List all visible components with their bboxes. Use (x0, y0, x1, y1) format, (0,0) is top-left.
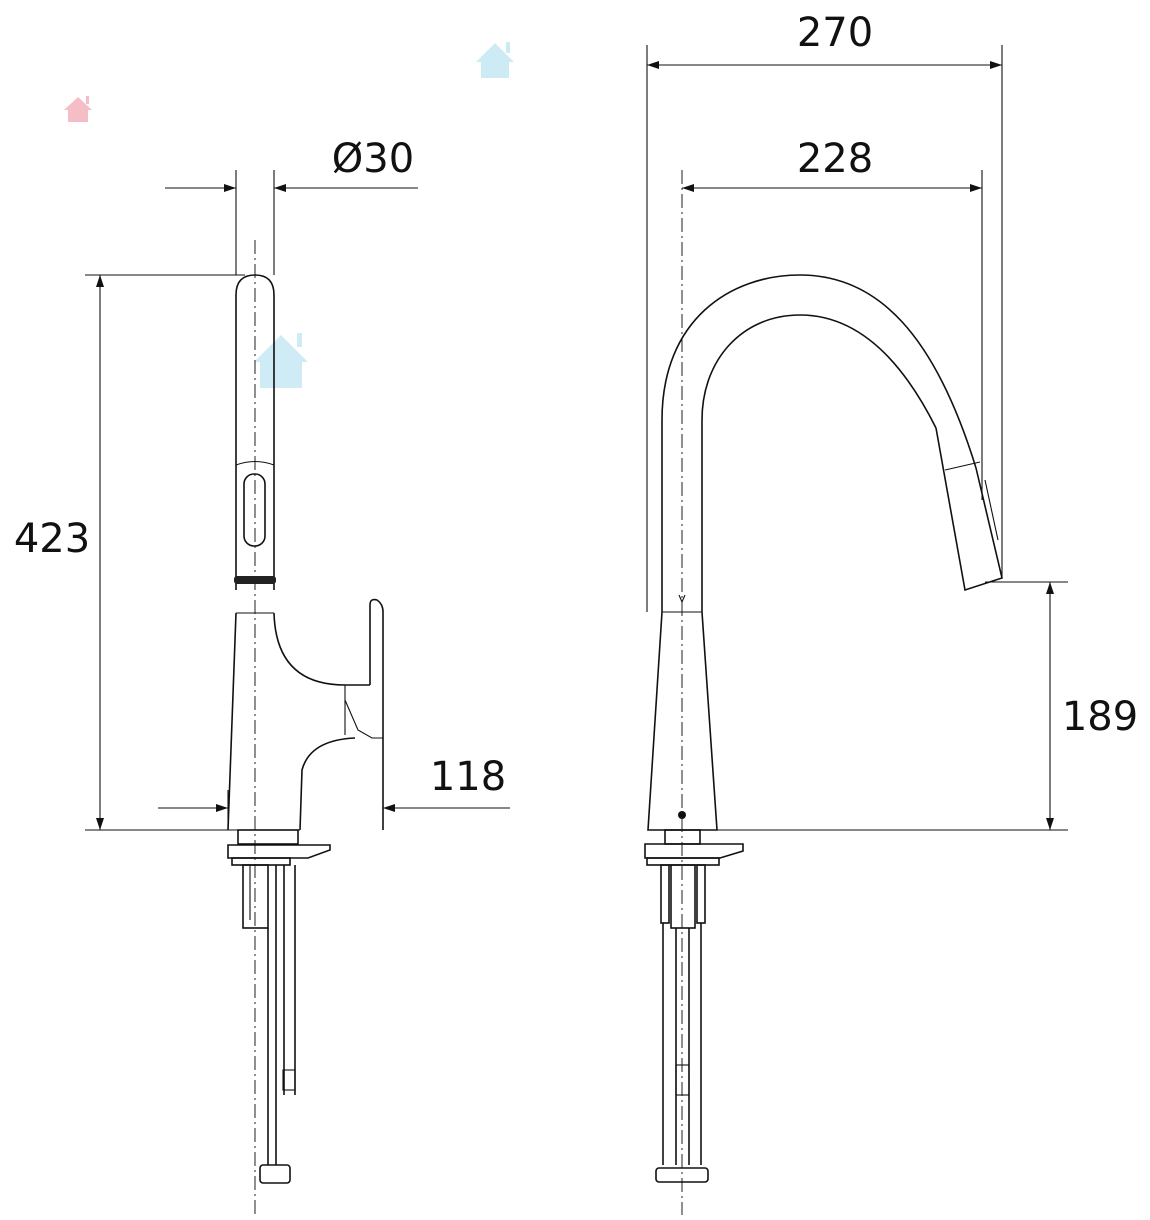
house-icon (64, 96, 92, 122)
dimension-handle-reach-label: 118 (430, 754, 506, 800)
dimension-overall-reach-label: 270 (797, 10, 873, 56)
dimension-spout-height-label: 189 (1062, 694, 1138, 740)
house-icon (254, 333, 308, 388)
front-view (644, 45, 1068, 1215)
side-view (85, 170, 510, 1215)
house-icon (476, 42, 514, 78)
dimension-spout-reach-label: 228 (797, 136, 873, 182)
dimension-height-label: 423 (14, 516, 90, 562)
dimension-diameter-label: Ø30 (332, 136, 414, 182)
